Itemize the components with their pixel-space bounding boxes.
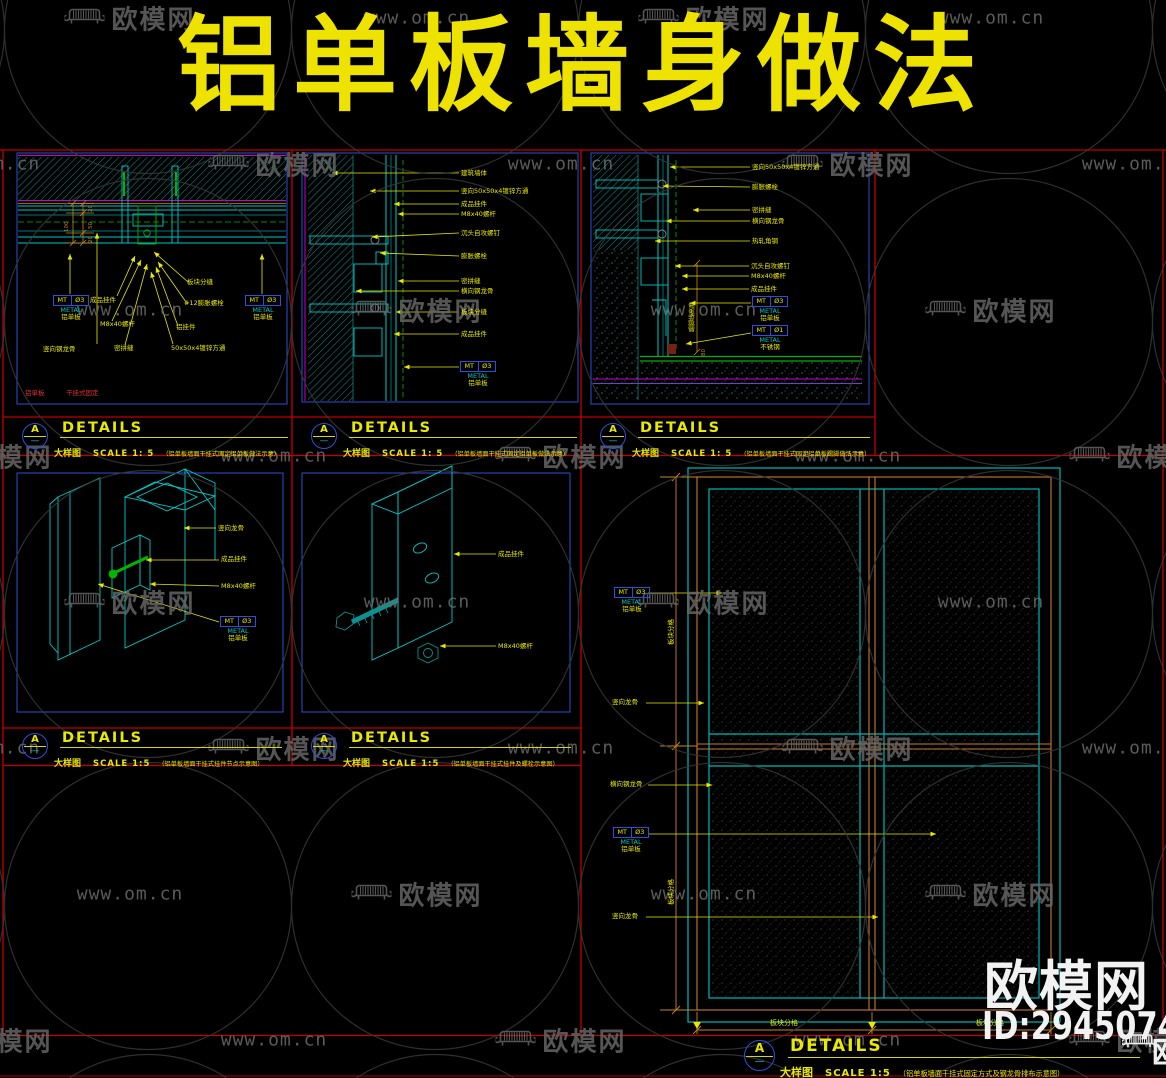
tag-code: MT (461, 362, 479, 371)
tag-number: Ø3 (636, 588, 646, 596)
details-label: DETAILS (351, 420, 433, 436)
tag-material: 铝单板 (760, 313, 780, 322)
details-label: DETAILS (62, 730, 144, 746)
panel3-section-drawing (593, 155, 862, 400)
detail-bubble: A— (311, 733, 337, 759)
tag-material: 铝单板 (228, 633, 248, 642)
detail-bubble: A— (22, 733, 48, 759)
details-label: DETAILS (790, 1036, 883, 1056)
tag-number: Ø3 (635, 828, 645, 836)
tag-code: MT (54, 296, 72, 305)
panel4-isometric-drawing (49, 468, 220, 661)
tag-number: Ø3 (774, 297, 784, 305)
tag-code: MT (753, 326, 771, 335)
sofa-icon (1120, 1030, 1158, 1056)
detail-bubble: A— (744, 1040, 775, 1071)
details-label: DETAILS (62, 420, 144, 436)
detail-bubble: A— (22, 423, 48, 449)
tag-code: MT (221, 617, 239, 626)
page-title: 铝单板墙身做法 (176, 3, 990, 126)
tag-number: Ø3 (75, 296, 85, 304)
tag-code: MT (246, 296, 264, 305)
panel2-section-drawing (304, 155, 460, 401)
tag-number: Ø1 (774, 326, 784, 334)
tag-number: Ø3 (267, 296, 277, 304)
tag-material: 不锈钢 (760, 342, 780, 351)
tag-number: Ø3 (242, 617, 252, 625)
details-label: DETAILS (640, 420, 722, 436)
site-brand-partial: 欧 (1152, 1028, 1166, 1072)
panel5-isometric-drawing (335, 465, 496, 664)
tag-material: 铝单板 (622, 604, 642, 613)
tag-material: 铝单板 (253, 312, 273, 321)
tag-code: MT (615, 588, 633, 597)
tag-material: 铝单板 (621, 844, 641, 853)
detail-bubble: A— (600, 423, 626, 449)
tag-number: Ø3 (482, 362, 492, 370)
details-label: DETAILS (351, 730, 433, 746)
tag-material: 铝单板 (61, 312, 81, 321)
tag-code: MT (614, 828, 632, 837)
tag-code: MT (753, 297, 771, 306)
tag-material: 铝单板 (468, 378, 488, 387)
detail-bubble: A— (311, 423, 337, 449)
